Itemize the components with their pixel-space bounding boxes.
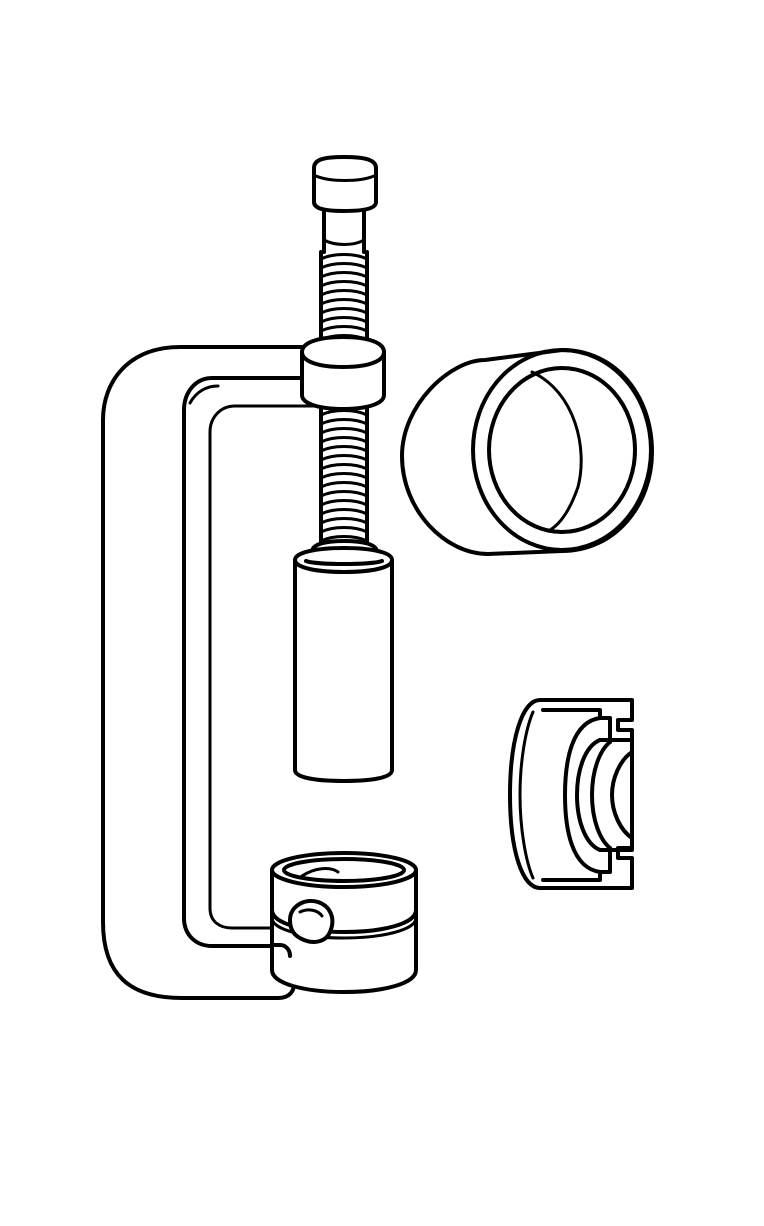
thread-line bbox=[319, 463, 369, 471]
thread-line bbox=[319, 454, 369, 462]
thread-line bbox=[319, 418, 369, 426]
clamp-collar-icon bbox=[300, 335, 386, 411]
thread-line bbox=[319, 307, 369, 315]
thread-line bbox=[319, 436, 369, 444]
thread-line bbox=[319, 517, 369, 525]
thread-line bbox=[319, 325, 369, 333]
thread-line bbox=[319, 289, 369, 297]
thread-line bbox=[319, 298, 369, 306]
thread-line bbox=[319, 271, 369, 279]
forcing-screw-icon bbox=[312, 155, 378, 554]
thread-line bbox=[319, 262, 369, 270]
thread-line bbox=[319, 280, 369, 288]
thread-line bbox=[319, 508, 369, 516]
screw-threads-upper bbox=[319, 253, 369, 342]
split-sleeve-adapter-icon bbox=[508, 698, 634, 890]
thread-line bbox=[319, 253, 369, 261]
adapter-cup-icon bbox=[270, 851, 418, 994]
thread-line bbox=[319, 409, 369, 417]
screw-threads-lower bbox=[319, 409, 369, 552]
thread-line bbox=[319, 499, 369, 507]
thread-line bbox=[319, 445, 369, 453]
thread-line bbox=[319, 526, 369, 534]
sleeve-cylinder-icon bbox=[400, 348, 654, 556]
thread-line bbox=[319, 427, 369, 435]
thread-line bbox=[319, 535, 369, 543]
thread-line bbox=[319, 481, 369, 489]
thread-line bbox=[319, 316, 369, 324]
thread-line bbox=[319, 472, 369, 480]
thread-line bbox=[319, 490, 369, 498]
receiver-cylinder-icon bbox=[293, 539, 394, 783]
